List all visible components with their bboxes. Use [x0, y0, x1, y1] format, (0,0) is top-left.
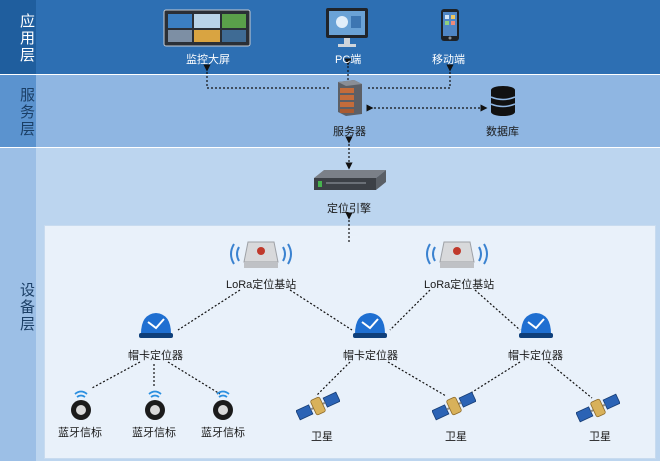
helmet-2-label: 帽卡定位器	[343, 350, 398, 362]
beacon-1-label: 蓝牙信标	[58, 427, 102, 439]
helmet-3-label: 帽卡定位器	[508, 350, 563, 362]
link-bs1-helmet1	[177, 289, 241, 331]
satellite-icon	[296, 391, 340, 421]
application-layer-label-column	[0, 0, 36, 74]
mobile-phone-icon	[441, 9, 459, 41]
bluetooth-beacon-icon	[145, 390, 165, 420]
link-helmet2-sat1	[315, 361, 351, 397]
server-icon	[338, 80, 362, 116]
pc-label: PC端	[335, 54, 362, 66]
helmet-tag-icon	[519, 313, 553, 338]
satellite-1-label: 卫星	[311, 431, 333, 443]
helmet-tag-icon	[353, 313, 387, 338]
bluetooth-beacon-icon	[71, 390, 91, 420]
link-helmet2-sat2	[387, 361, 447, 397]
base-station-2-label: LoRa定位基站	[424, 279, 495, 291]
base-station-1-label: LoRa定位基站	[226, 279, 297, 291]
beacon-2-label: 蓝牙信标	[132, 427, 176, 439]
link-mobile-server	[368, 64, 454, 89]
link-bs2-helmet2	[389, 289, 431, 331]
service-layer-label-column	[0, 75, 36, 147]
link-bs1-helmet2	[289, 289, 353, 331]
service-layer-label: 服务层	[18, 86, 35, 138]
service-layer-band	[0, 75, 660, 147]
device-layer-label-column	[0, 148, 36, 461]
database-icon	[490, 86, 516, 116]
satellite-3-label: 卫星	[589, 431, 611, 443]
bluetooth-beacon-icon	[213, 390, 233, 420]
engine-label: 定位引擎	[327, 203, 371, 215]
device-layer-label: 设备层	[18, 281, 35, 333]
link-helmet3-sat2	[465, 361, 521, 397]
positioning-engine-icon	[314, 170, 386, 190]
satellite-2-label: 卫星	[445, 431, 467, 443]
beacon-3-label: 蓝牙信标	[201, 427, 245, 439]
satellite-icon	[576, 393, 620, 423]
pc-monitor-icon	[326, 8, 368, 47]
lora-base-station-icon	[426, 241, 488, 268]
mobile-label: 移动端	[432, 54, 465, 66]
link-helmet1-beacon1	[91, 361, 141, 389]
device-inner-panel	[44, 225, 656, 459]
link-screen-server	[203, 64, 330, 89]
satellite-icon	[432, 391, 476, 421]
application-layer-label: 应用层	[18, 12, 35, 64]
screen-wall-label: 监控大屏	[186, 54, 230, 66]
link-helmet3-sat3	[547, 361, 593, 399]
server-label: 服务器	[333, 126, 366, 138]
link-bs2-helmet3	[474, 289, 521, 331]
helmet-tag-icon	[139, 313, 173, 338]
helmet-1-label: 帽卡定位器	[128, 350, 183, 362]
database-label: 数据库	[486, 126, 519, 138]
lora-base-station-icon	[230, 241, 292, 268]
video-wall-icon	[163, 9, 251, 47]
